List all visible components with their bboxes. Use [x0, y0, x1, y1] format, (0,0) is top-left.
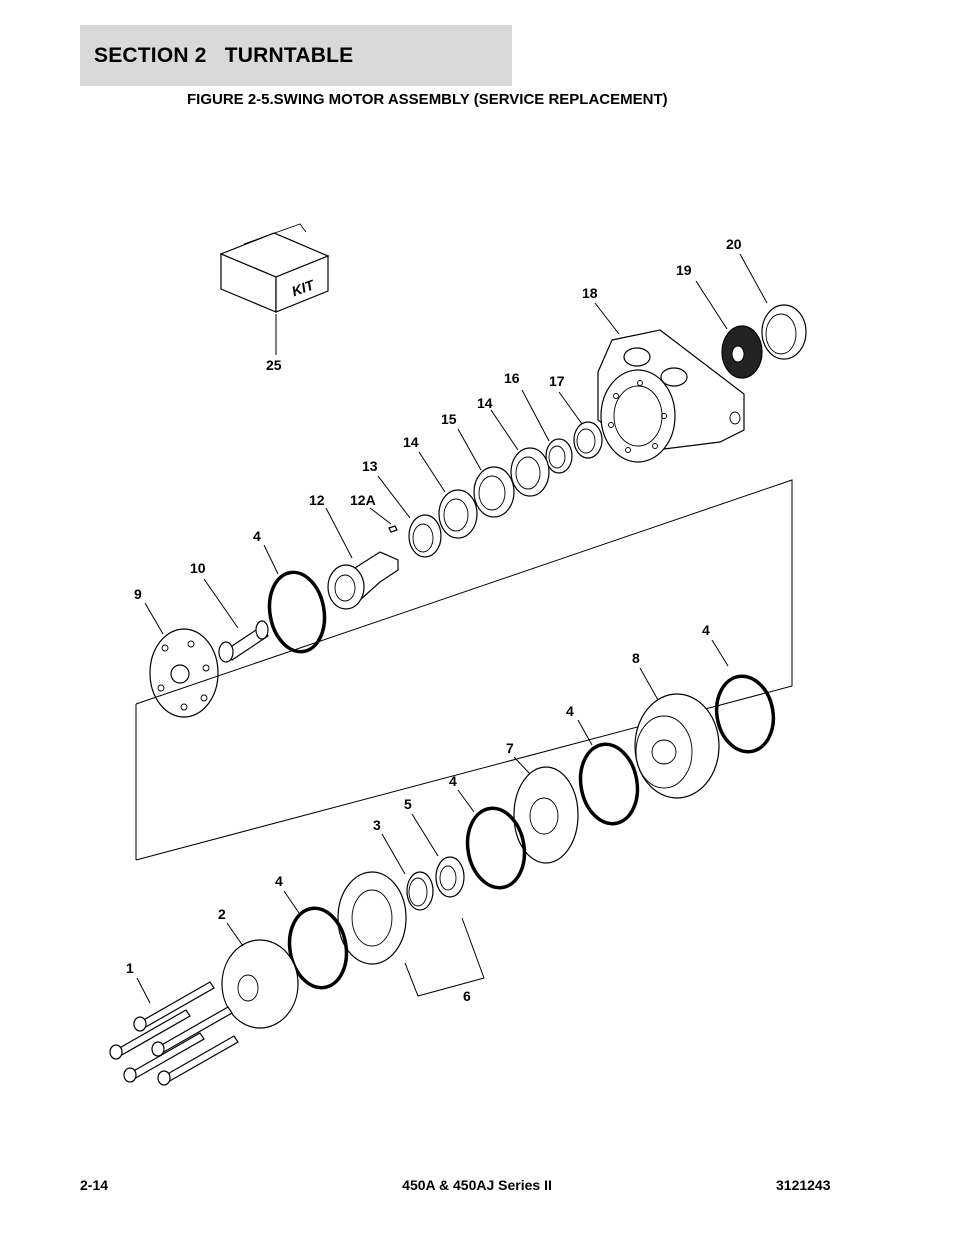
callout-4-shaft: 4 [253, 528, 261, 544]
footer-doc-number: 3121243 [776, 1177, 831, 1193]
footer-page-number: 2-14 [80, 1177, 109, 1193]
callout-5: 5 [404, 796, 412, 812]
motor-housing [597, 329, 745, 463]
section-header: SECTION 2 TURNTABLE [80, 25, 512, 86]
footer-model: 450A & 450AJ Series II [402, 1177, 552, 1193]
callout-4-right: 4 [702, 622, 710, 638]
callout-10: 10 [190, 560, 206, 576]
callout-16: 16 [504, 370, 520, 386]
section-title: SECTION 2 TURNTABLE [94, 43, 354, 67]
leader-lines [136, 253, 768, 1004]
ring-20 [761, 304, 807, 360]
callout-9: 9 [134, 586, 142, 602]
callout-20: 20 [726, 236, 742, 252]
callout-8: 8 [632, 650, 640, 666]
callout-7: 7 [506, 740, 514, 756]
kit-label: KIT [289, 276, 317, 299]
callout-4-center: 4 [449, 773, 457, 789]
callout-1: 1 [126, 960, 134, 976]
callout-14-upper: 14 [477, 395, 493, 411]
callout-19: 19 [676, 262, 692, 278]
callout-15: 15 [441, 411, 457, 427]
callout-12a: 12A [350, 492, 376, 508]
callout-2: 2 [218, 906, 226, 922]
seal-19 [721, 325, 763, 379]
callout-12: 12 [309, 492, 325, 508]
callout-14-lower: 14 [403, 434, 419, 450]
lower-components [221, 674, 776, 1029]
callout-4-mid: 4 [566, 703, 574, 719]
callout-17: 17 [549, 373, 565, 389]
shaft-components [149, 421, 603, 718]
callout-25: 25 [266, 357, 282, 373]
callout-6: 6 [463, 988, 471, 1004]
kit-box: KIT [219, 223, 330, 355]
callout-labels: 20 19 18 25 16 17 14 15 14 13 12 12A 4 1… [126, 236, 742, 1004]
figure-title: FIGURE 2-5.SWING MOTOR ASSEMBLY (SERVICE… [187, 91, 668, 108]
callout-3: 3 [373, 817, 381, 833]
callout-4-left: 4 [275, 873, 283, 889]
callout-18: 18 [582, 285, 598, 301]
bolts [109, 981, 239, 1086]
bracket-lines [135, 479, 793, 861]
callout-13: 13 [362, 458, 378, 474]
